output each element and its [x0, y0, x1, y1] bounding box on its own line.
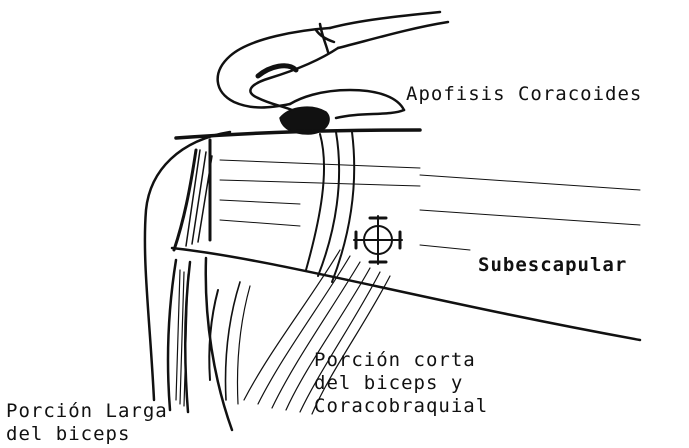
label-porcion-corta-line3: Coracobraquial: [314, 395, 488, 417]
label-porcion-corta: Porción corta del biceps y Coracobraquia…: [314, 349, 488, 418]
subscapularis-muscle: [172, 140, 640, 340]
label-porcion-larga: Porción Larga del biceps: [6, 400, 168, 446]
label-porcion-larga-line2: del biceps: [6, 423, 130, 445]
label-subescapular: Subescapular: [478, 254, 627, 277]
short-head-tendon: [306, 132, 354, 282]
label-porcion-corta-line2: del biceps y: [314, 372, 463, 394]
crosshair-marker: [354, 216, 402, 264]
long-head-biceps: [145, 132, 232, 430]
label-porcion-larga-line1: Porción Larga: [6, 400, 168, 422]
label-porcion-corta-line1: Porción corta: [314, 349, 476, 371]
label-apofisis-coracoides: Apofisis Coracoides: [406, 83, 642, 106]
coracoid-process: [218, 12, 448, 134]
